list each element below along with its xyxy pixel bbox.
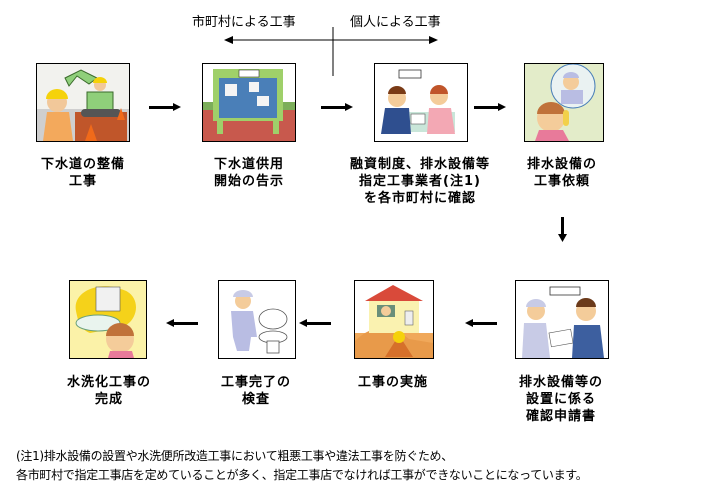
footnote-line-1: (注1)排水設備の設置や水洗便所改造工事において粗悪工事や違法工事を防ぐため、 [16,449,453,463]
municipal-works-label: 市町村による工事 [192,15,296,30]
arrow-left-2 [299,312,331,327]
step-3-picture [374,63,468,142]
arrow-right-2 [321,96,353,111]
footnote: (注1)排水設備の設置や水洗便所改造工事において粗悪工事や違法工事を防ぐため、 … [16,447,588,485]
arrow-right-1 [149,96,181,111]
consultation-icon [381,69,455,134]
footnote-line-2: 各市町村で指定工事店を定めていることが多く、指定工事店でなければ工事ができないこ… [16,468,588,482]
step-6-picture [354,280,434,359]
flush-toilet-icon [75,286,136,358]
phone-call-icon [535,64,596,141]
step-2-picture [202,63,296,142]
step-8-caption: 水洗化工事の 完成 [66,375,151,407]
application-desk-icon [522,286,604,358]
step-5-caption: 排水設備等の 設置に係る 確認申請書 [518,375,603,424]
step-7-caption: 工事完了の 検査 [220,375,291,407]
step-2-caption: 下水道供用 開始の告示 [213,157,284,189]
house-construction-icon [355,285,433,358]
step-6-caption: 工事の実施 [357,375,428,390]
arrow-right-head-icon [429,36,438,44]
arrow-left-head-icon [224,36,233,44]
step-8-picture [69,280,147,359]
step-7-picture [218,280,296,359]
step-4-caption: 排水設備の 工事依頼 [526,157,597,189]
excavator-icon [37,69,129,141]
arrow-down [558,217,567,242]
notice-board-icon [203,69,295,141]
arrow-left-3 [465,312,497,327]
step-1-picture [36,63,130,142]
step-4-picture [524,63,604,142]
step-3-caption: 融資制度、排水設備等 指定工事業者(注1) を各市町村に確認 [349,157,490,206]
arrow-left-1 [166,312,198,327]
responsibility-divider [224,27,438,76]
inspection-icon [231,290,288,354]
private-works-label: 個人による工事 [350,15,441,30]
arrow-right-3 [474,96,506,111]
step-1-caption: 下水道の整備 工事 [40,157,125,189]
step-5-picture [515,280,609,359]
